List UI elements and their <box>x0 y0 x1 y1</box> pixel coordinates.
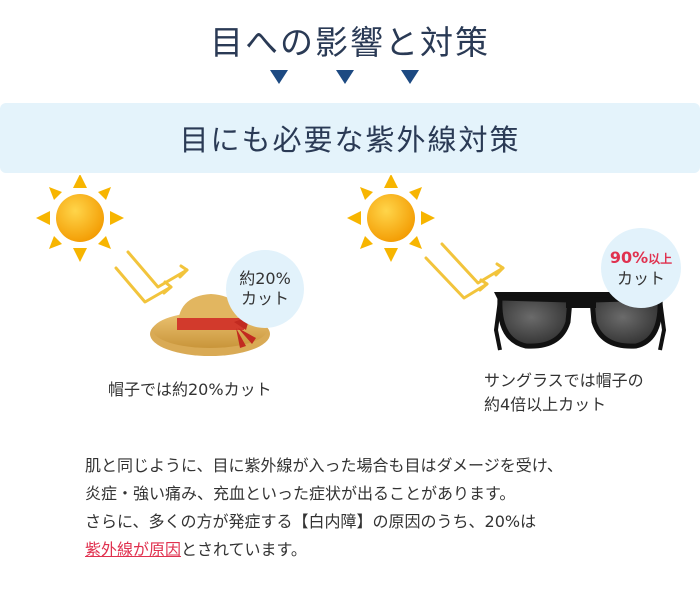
explanation-text: 肌と同じように、目に紫外線が入った場合も目はダメージを受け、 炎症・強い痛み、充… <box>85 452 685 564</box>
cut-rate-bubble-hat: 約20% カット <box>226 250 304 328</box>
down-arrow-icon <box>336 70 354 84</box>
highlight-uv-cause: 紫外線が原因 <box>85 540 182 559</box>
sunglasses-caption-line2: 約4倍以上カット <box>484 395 607 414</box>
down-arrow-icon <box>401 70 419 84</box>
straw-hat-icon <box>150 294 270 356</box>
uv-illustration <box>36 175 667 356</box>
explanation-line1: 肌と同じように、目に紫外線が入った場合も目はダメージを受け、 <box>85 456 563 475</box>
down-arrow-icon <box>270 70 288 84</box>
down-arrows <box>0 70 700 90</box>
cut-rate-percent: 90% <box>609 247 649 267</box>
cut-rate-value: 90%以上 <box>610 248 672 269</box>
sunglasses-caption: サングラスでは帽子の 約4倍以上カット <box>484 369 644 417</box>
cut-rate-value: 約20% <box>239 269 291 288</box>
explanation-line4-rest: とされています。 <box>181 540 307 559</box>
cut-label: カット <box>240 289 289 308</box>
uv-rays-icon <box>114 250 189 304</box>
cut-rate-bubble-sunglasses: 90%以上 カット <box>601 228 681 308</box>
section-banner: 目にも必要な紫外線対策 <box>0 103 700 173</box>
explanation-line3: さらに、多くの方が発症する【白内障】の原因のうち、20%は <box>85 512 537 531</box>
explanation-line2: 炎症・強い痛み、充血といった症状が出ることがあります。 <box>85 484 516 503</box>
sunglasses-caption-line1: サングラスでは帽子の <box>484 371 644 390</box>
sun-icon <box>36 175 124 262</box>
page-title: 目への影響と対策 <box>210 23 490 62</box>
cut-rate-suffix: 以上 <box>648 251 673 266</box>
cut-label: カット <box>616 268 665 288</box>
uv-rays-icon <box>424 242 505 300</box>
hat-caption: 帽子では約20%カット <box>108 380 272 399</box>
banner-title: 目にも必要な紫外線対策 <box>179 123 521 157</box>
sun-icon <box>347 175 435 262</box>
explanation-line4: 紫外線が原因とされています。 <box>85 536 685 564</box>
